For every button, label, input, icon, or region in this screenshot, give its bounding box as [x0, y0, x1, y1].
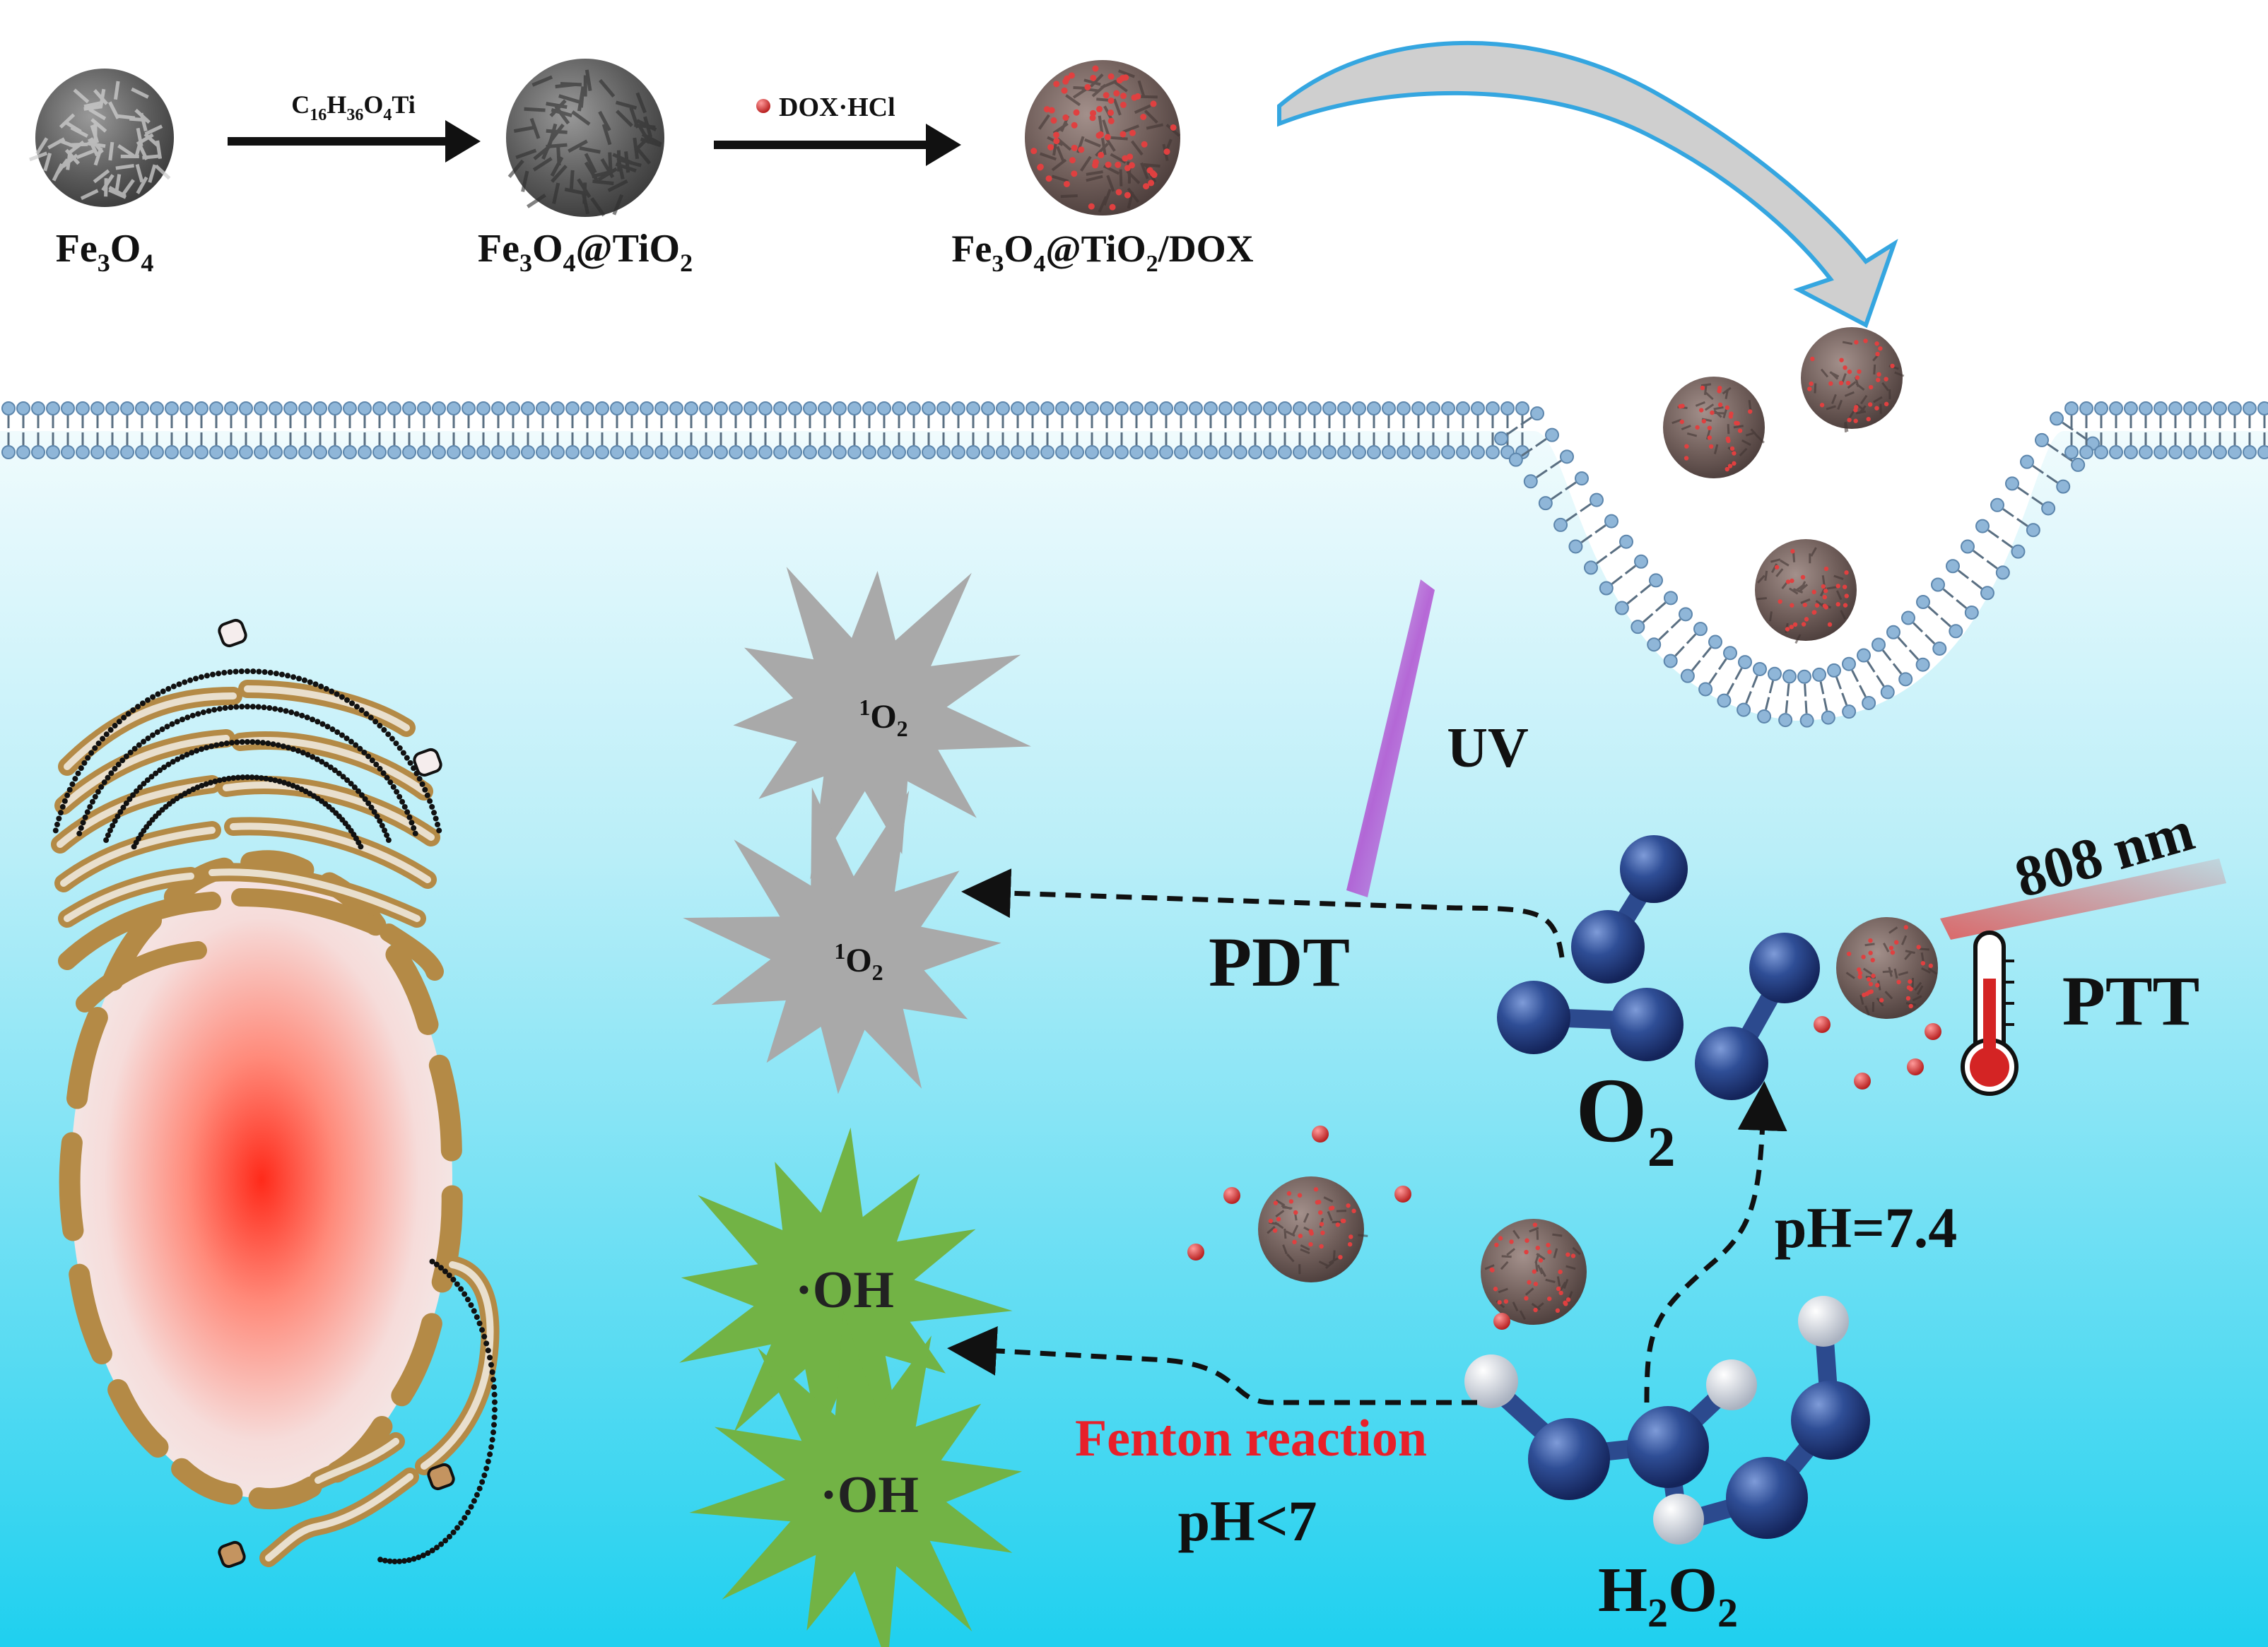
fe3o4-particle: [29, 69, 174, 207]
reaction-arrows: [947, 868, 1787, 1405]
svg-text:1O2: 1O2: [859, 695, 907, 741]
ph-neutral-label: pH=7.4: [1775, 1196, 1958, 1260]
reagent-1-label: C16H36O4Ti: [291, 90, 415, 124]
svg-text:·OH: ·OH: [795, 1261, 894, 1319]
fe3o4-tio2-particle: [506, 59, 664, 217]
cell-membrane: [1, 401, 2268, 728]
ph-acidic-label: pH<7: [1177, 1489, 1317, 1553]
fe3o4-tio2-label: Fe3O4@TiO2: [478, 227, 693, 277]
nanoparticle: [1755, 539, 1857, 644]
endoplasmic-reticulum: [51, 668, 500, 1567]
nanoparticle: [1836, 917, 1938, 1019]
nanoparticle: [1481, 1219, 1587, 1325]
dox-molecule: [1394, 1186, 1411, 1203]
singlet-oxygen-star-a: 1O2: [733, 567, 1031, 880]
dox-molecule: [1907, 1058, 1924, 1075]
thermometer-icon: [1961, 931, 2019, 1096]
nanoparticle: [1801, 327, 1905, 433]
fe3o4-label: Fe3O4: [56, 227, 154, 277]
oxygen-molecules: [1497, 835, 1820, 1100]
uv-label: UV: [1447, 717, 1529, 779]
uptake-curved-arrow: [1277, 40, 1898, 329]
pdt-label: PDT: [1209, 923, 1350, 1001]
fenton-arrow: [947, 1326, 1477, 1405]
dox-molecule: [1223, 1187, 1240, 1204]
endocytosed-particles: [1663, 327, 1905, 644]
dox-dot-icon: [756, 99, 770, 113]
dox-molecule: [1925, 1023, 1941, 1040]
intracellular-particles: [1187, 917, 1941, 1330]
svg-text:1O2: 1O2: [834, 938, 883, 985]
reagent-2-label: DOX·HCl: [779, 93, 895, 122]
dox-molecule: [1814, 1016, 1831, 1033]
vesicles: [218, 618, 455, 1569]
fenton-reaction-label: Fenton reaction: [1075, 1410, 1427, 1468]
dox-molecule: [1312, 1126, 1329, 1143]
o2-generation-arrow: [1644, 1081, 1787, 1403]
nucleus: [59, 850, 463, 1510]
nanoparticle: [1663, 377, 1765, 478]
uv-beam: [1346, 579, 1435, 897]
dox-molecule: [1493, 1313, 1510, 1330]
o2-label: O2: [1575, 1060, 1675, 1179]
cytoplasm: [0, 431, 2268, 1647]
synthesis-row: Fe3O4 C16H36O4Ti Fe3O4@TiO2 DOX·HCl Fe3O…: [29, 40, 1898, 329]
pdt-arrow: [961, 868, 1565, 958]
fe3o4-tio2-dox-particle: [1025, 60, 1181, 216]
hydrogen-peroxide-molecule: [1464, 1296, 1870, 1545]
dox-molecule: [1187, 1244, 1204, 1261]
synthesis-arrow-2-head: [926, 124, 961, 166]
h2o2-label: H2O2: [1598, 1555, 1738, 1636]
nir-beam: [1940, 858, 2226, 940]
nanoparticle: [1258, 1176, 1368, 1282]
singlet-oxygen-star-b: 1O2: [683, 787, 1001, 1094]
svg-text:·OH: ·OH: [820, 1466, 919, 1524]
hydroxyl-radical-star-b: ·OH: [689, 1311, 1022, 1647]
dox-molecule: [1854, 1073, 1871, 1090]
fe3o4-tio2-dox-label: Fe3O4@TiO2/DOX: [951, 228, 1253, 277]
hydroxyl-radical-star-a: ·OH: [679, 1127, 1013, 1444]
ptt-label: PTT: [2062, 962, 2199, 1040]
synthesis-arrow-1-head: [445, 120, 481, 163]
